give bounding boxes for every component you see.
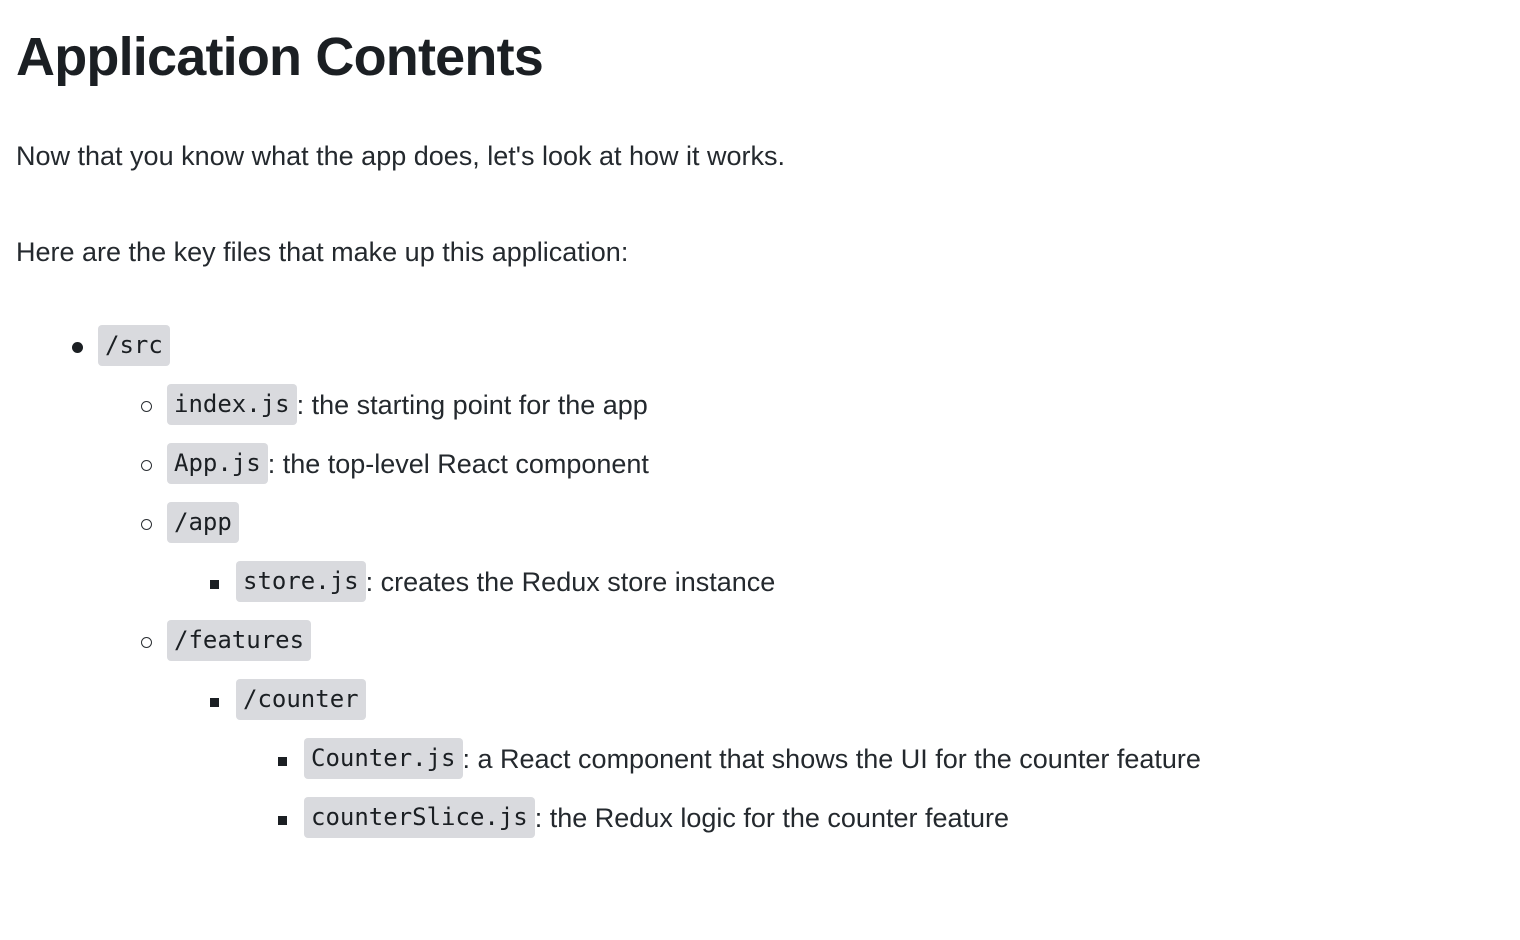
tree-item: Counter.js: a React component that shows…	[16, 730, 1504, 789]
code-chip: App.js	[167, 442, 268, 484]
item-description: : the top-level React component	[267, 449, 649, 479]
disc-bullet-icon	[72, 326, 98, 362]
tree-item: /counter	[16, 671, 1504, 730]
intro-paragraph-1: Now that you know what the app does, let…	[16, 140, 786, 171]
list-item: index.js: the starting point for the app	[16, 376, 1504, 435]
circle-bullet-icon	[141, 503, 167, 539]
circle-bullet-icon	[141, 519, 152, 530]
disc-bullet-icon	[72, 342, 83, 353]
circle-bullet-icon	[141, 385, 167, 421]
code-chip: /src	[98, 324, 170, 366]
circle-bullet-icon	[141, 637, 152, 648]
tree-item: /src	[16, 317, 1504, 376]
list-item: store.js: creates the Redux store instan…	[16, 553, 1504, 612]
code-chip: store.js	[236, 560, 366, 602]
square-bullet-icon	[278, 816, 287, 825]
square-bullet-icon	[278, 757, 287, 766]
square-bullet-icon	[278, 798, 304, 834]
tree-item: /features	[16, 612, 1504, 671]
square-bullet-icon	[210, 580, 219, 589]
code-chip: /counter	[236, 678, 366, 720]
square-bullet-icon	[210, 680, 236, 716]
intro-paragraph-2: Here are the key files that make up this…	[16, 237, 629, 268]
list-item: counterSlice.js: the Redux logic for the…	[16, 789, 1504, 848]
list-item: Counter.js: a React component that shows…	[16, 730, 1504, 789]
list-item: /src	[16, 317, 1504, 376]
square-bullet-icon	[278, 739, 304, 775]
file-tree: /src index.js: the starting point for the…	[16, 273, 1504, 848]
tree-item: App.js: the top-level React component	[16, 435, 1504, 494]
tree-item: /app	[16, 494, 1504, 553]
item-description: : a React component that shows the UI fo…	[462, 744, 1201, 774]
page-title: Application Contents	[16, 27, 544, 87]
circle-bullet-icon	[141, 444, 167, 480]
square-bullet-icon	[210, 698, 219, 707]
code-chip: /app	[167, 501, 239, 543]
list-item: /app	[16, 494, 1504, 553]
list-item: /features	[16, 612, 1504, 671]
tree-item: index.js: the starting point for the app	[16, 376, 1504, 435]
item-description: : the Redux logic for the counter featur…	[534, 803, 1010, 833]
circle-bullet-icon	[141, 621, 167, 657]
square-bullet-icon	[210, 562, 236, 598]
item-description: : the starting point for the app	[296, 390, 648, 420]
list-item: /counter	[16, 671, 1504, 730]
code-chip: Counter.js	[304, 737, 463, 779]
circle-bullet-icon	[141, 401, 152, 412]
document-body: Application Contents Now that you know w…	[16, 27, 1504, 848]
list-item: App.js: the top-level React component	[16, 435, 1504, 494]
tree-item: store.js: creates the Redux store instan…	[16, 553, 1504, 612]
item-description: : creates the Redux store instance	[365, 567, 776, 597]
code-chip: counterSlice.js	[304, 796, 535, 838]
code-chip: /features	[167, 619, 312, 661]
code-chip: index.js	[167, 383, 297, 425]
circle-bullet-icon	[141, 460, 152, 471]
tree-item: counterSlice.js: the Redux logic for the…	[16, 789, 1504, 848]
